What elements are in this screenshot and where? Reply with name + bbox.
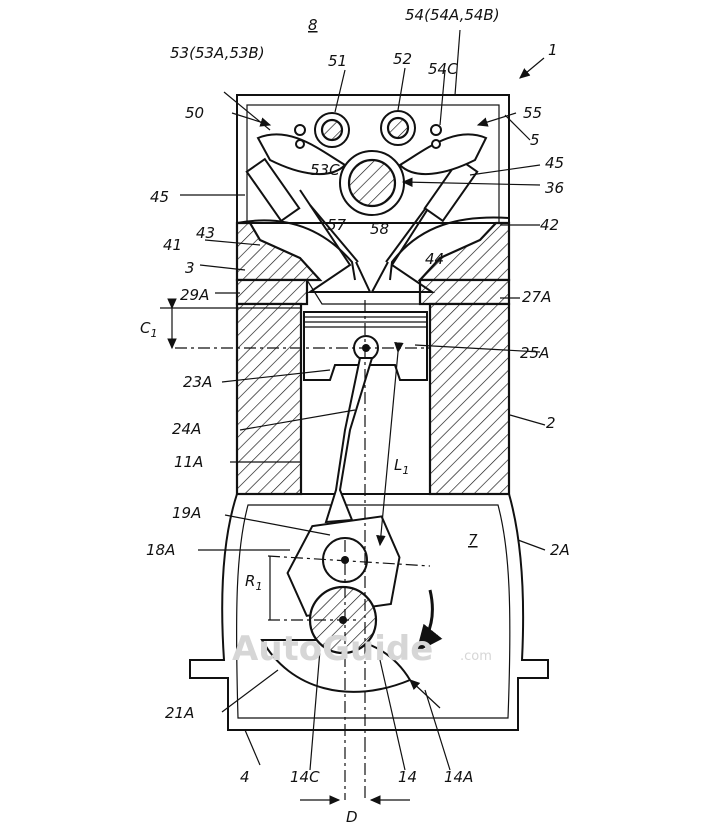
label-23A: 23A [183,373,212,391]
label-5: 5 [530,131,540,149]
label-18A: 18A [146,541,175,559]
label-11A: 11A [174,453,203,471]
watermark-brand: AutoGuide [232,629,433,669]
label-2: 2 [546,414,556,432]
label-8: 8 [308,16,318,34]
label-41: 41 [163,236,182,254]
label-53C: 53C [310,161,340,179]
label-53: 53(53A,53B) [170,44,265,62]
label-43: 43 [196,224,215,242]
label-3: 3 [185,259,195,277]
label-C1: C1 [140,319,157,340]
label-54: 54(54A,54B) [405,6,500,24]
label-19A: 19A [172,504,201,522]
label-45-right: 45 [545,154,564,172]
label-54C: 54C [428,60,458,78]
label-27A: 27A [522,288,551,306]
label-52: 52 [393,50,412,68]
label-55: 55 [523,104,542,122]
label-29A: 29A [180,286,209,304]
label-24A: 24A [172,420,201,438]
label-36: 36 [545,179,564,197]
label-4: 4 [240,768,250,786]
label-2A: 2A [550,541,570,559]
label-42: 42 [540,216,559,234]
label-R1: R1 [245,572,262,593]
label-D: D [346,808,358,826]
label-L1: L1 [394,456,409,477]
label-14C: 14C [290,768,320,786]
label-25A: 25A [520,344,549,362]
label-58: 58 [370,220,389,238]
watermark: AutoGuide .com [232,629,492,669]
label-44: 44 [425,250,444,268]
watermark-suffix: .com [460,649,492,664]
label-7: 7 [468,531,478,549]
label-45-left: 45 [150,188,169,206]
label-14A: 14A [444,768,473,786]
label-14: 14 [398,768,417,786]
label-1: 1 [548,41,558,59]
label-51: 51 [328,52,347,70]
label-50: 50 [185,104,204,122]
label-57: 57 [327,216,347,234]
label-21A: 21A [165,704,194,722]
